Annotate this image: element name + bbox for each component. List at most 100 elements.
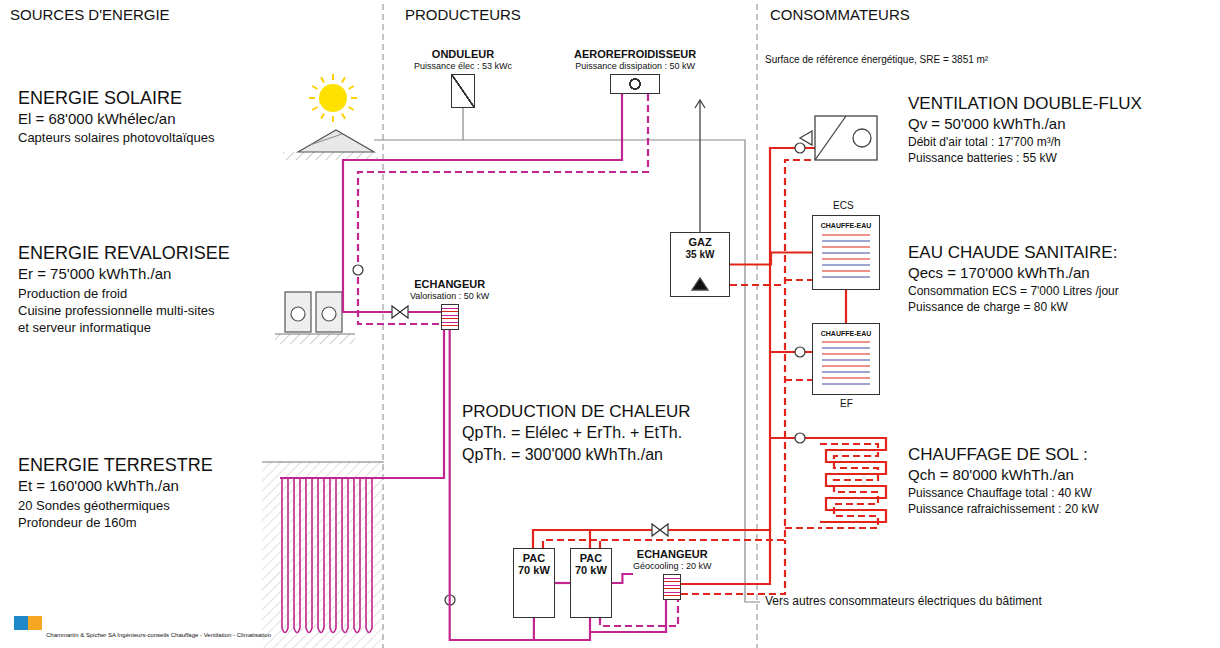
- pipe-connector: [612, 574, 633, 583]
- text-label: ENERGIE SOLAIRE: [18, 88, 182, 109]
- sun-symbol: [319, 84, 347, 112]
- chiller-unit: [291, 307, 305, 321]
- equipment-box: CHAUFFE-EAU: [812, 323, 880, 395]
- text-label: EF: [840, 398, 853, 410]
- heating-return-pipe: [785, 379, 812, 381]
- ground-hatch: [283, 152, 378, 160]
- equipment-box: GAZ35 kW: [670, 232, 730, 297]
- ventilation-unit: [800, 131, 812, 145]
- text-label: Qch = 80'000 kWhTh./an: [908, 466, 1074, 483]
- sun-symbol: [309, 74, 357, 122]
- water-heater-coil: [822, 377, 870, 378]
- heating-pipe: [533, 148, 886, 584]
- water-heater-coil: [822, 383, 870, 384]
- geothermal-pipe: [280, 94, 666, 640]
- sun-symbol: [312, 86, 317, 89]
- pump-symbol: [795, 143, 805, 153]
- ventilation-unit: [815, 116, 877, 160]
- sun-symbol: [342, 114, 345, 119]
- text-label: Puissance rafraichissement : 20 kW: [908, 503, 1099, 517]
- node-text: ONDULEUR: [432, 48, 494, 61]
- water-heater-coil: [822, 347, 870, 348]
- company-logo: [14, 616, 42, 630]
- electric-line: [463, 140, 760, 602]
- exchanger-symbol: [451, 74, 475, 108]
- geothermal-return-pipe: [358, 94, 648, 324]
- exchanger-symbol: [441, 304, 459, 330]
- text-label: Et = 160'000 kWhTh./an: [18, 477, 179, 494]
- heating-return-pipe: [820, 444, 878, 528]
- equipment-symbol: ECHANGEURValorisation : 50 kW: [410, 278, 489, 330]
- sun-symbol: [351, 97, 357, 99]
- water-heater-coil: [822, 270, 870, 271]
- text-label: Profondeur de 160m: [18, 516, 137, 531]
- geothermal-return-pipe: [358, 94, 678, 626]
- solar-panel-roof: [298, 130, 374, 152]
- node-text: Géocooling : 20 kW: [633, 561, 712, 572]
- electric-line: [374, 108, 463, 140]
- ventilation-unit: [800, 116, 877, 160]
- text-label: QpTh. = Elélec + ErTh. + EtTh.: [462, 424, 682, 442]
- text-label: Débit d'air total : 17'700 m³/h: [908, 136, 1061, 150]
- text-label: Puissance batteries : 55 kW: [908, 152, 1057, 166]
- geothermal-pipe: [590, 600, 666, 632]
- gas-burner: [692, 100, 708, 290]
- ventilation-unit: [853, 129, 871, 147]
- chiller-unit: [285, 292, 311, 332]
- water-heater-coil: [822, 235, 870, 384]
- sun-symbol: [349, 86, 354, 89]
- exchanger-symbol: [610, 74, 660, 94]
- heating-return-pipe: [543, 160, 815, 548]
- ground-hatch: [275, 334, 355, 335]
- electric-line: [374, 108, 760, 602]
- geothermal-pipe: [318, 478, 324, 633]
- ground-hatch: [262, 152, 384, 648]
- chiller-unit: [322, 307, 336, 321]
- equipment-box: PAC70 kW: [570, 548, 612, 618]
- equipment-symbol: AEROREFROIDISSEURPuissance dissipation :…: [574, 48, 696, 94]
- sun-symbol: [342, 77, 345, 82]
- sun-symbol: [321, 114, 324, 119]
- pipe-connector: [845, 290, 847, 323]
- chiller-unit: [316, 292, 342, 332]
- text-label: Consommation ECS = 7'000 Litres /jour: [908, 285, 1119, 299]
- text-label: PRODUCTEURS: [405, 6, 521, 23]
- valve-symbol: [392, 306, 408, 318]
- company-logo: [28, 616, 42, 630]
- node-text: Puissance élec : 53 kWc: [414, 61, 512, 72]
- text-label: ENERGIE REVALORISEE: [18, 243, 230, 264]
- exchanger-symbol: [663, 574, 681, 600]
- solar-panel-roof: [310, 134, 342, 145]
- sun-symbol: [332, 74, 334, 80]
- node-text: PAC: [580, 552, 602, 565]
- pipe-connector: [450, 330, 534, 640]
- solar-panel-roof: [298, 130, 374, 152]
- sun-symbol: [332, 116, 334, 122]
- text-label: 20 Sondes géothermiques: [18, 499, 170, 514]
- node-text: 70 kW: [518, 565, 550, 576]
- heating-return-pipe: [785, 527, 820, 529]
- geothermal-pipe: [306, 478, 312, 633]
- water-heater-coil: [822, 365, 870, 366]
- heating-pipe: [820, 438, 886, 522]
- text-label: Surface de référence énergétique, SRE = …: [765, 54, 988, 66]
- pump-symbol: [353, 265, 363, 275]
- heating-return-pipe: [543, 160, 878, 594]
- node-text: CHAUFFE-EAU: [821, 219, 872, 232]
- geothermal-pipe: [533, 618, 590, 640]
- node-text: GAZ: [688, 236, 711, 249]
- geothermal-pipe: [366, 478, 372, 633]
- pump-symbol: [795, 433, 805, 443]
- heating-return-pipe: [599, 540, 601, 548]
- section-divider: [383, 4, 757, 648]
- node-text: ECHANGEUR: [414, 278, 485, 291]
- ground-hatch: [262, 462, 384, 463]
- water-heater-coil: [822, 240, 870, 241]
- text-label: Qv = 50'000 kWhTh./an: [908, 115, 1066, 132]
- text-label: Er = 75'000 kWhTh./an: [18, 265, 171, 282]
- pipe-connector: [730, 253, 812, 265]
- sun-symbol: [312, 107, 317, 110]
- equipment-box: CHAUFFE-EAU: [812, 215, 880, 290]
- sun-symbol: [309, 97, 315, 99]
- water-heater-coil: [822, 359, 870, 360]
